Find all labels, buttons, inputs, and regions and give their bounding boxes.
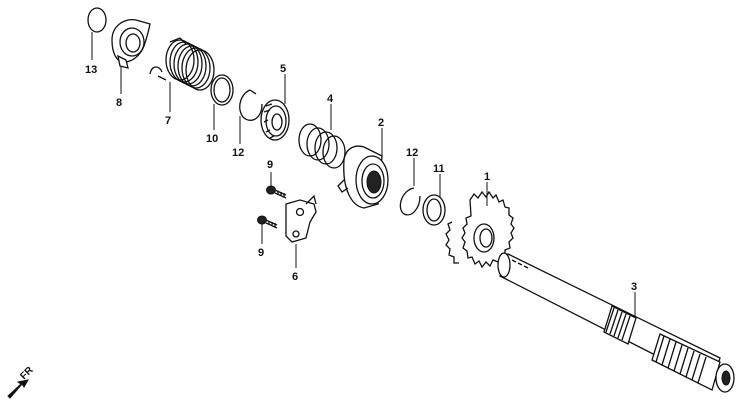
ratchet-2 (337, 145, 389, 209)
gear-1 (445, 190, 515, 269)
label-part-5: 5 (280, 63, 286, 75)
label-part-6: 6 (292, 271, 298, 283)
label-part-7: 7 (165, 115, 171, 127)
label-part-12b: 12 (406, 147, 418, 159)
label-part-2: 2 (378, 117, 384, 129)
label-part-10: 10 (206, 133, 218, 145)
friction-plate-5 (260, 99, 290, 141)
circlip-13 (87, 7, 107, 33)
plate-6 (285, 194, 317, 243)
spring-7 (149, 37, 215, 91)
label-part-3: 3 (631, 281, 637, 293)
label-part-8: 8 (116, 97, 122, 109)
front-direction-arrow: FR (7, 364, 36, 399)
bolt-9a (266, 185, 287, 199)
label-part-11: 11 (433, 163, 445, 175)
label-part-13: 13 (85, 64, 97, 76)
label-part-4: 4 (327, 93, 334, 105)
label-part-9b: 9 (258, 247, 264, 259)
label-part-1: 1 (484, 171, 490, 183)
washer-10 (210, 74, 234, 106)
bolt-9b (257, 215, 278, 229)
label-part-12a: 12 (232, 147, 244, 159)
front-direction-label: FR (18, 364, 36, 382)
washer-11 (422, 194, 446, 226)
collar-8 (111, 19, 151, 69)
circlip-12b (399, 187, 421, 216)
spring-4 (298, 123, 346, 169)
spindle-3 (497, 252, 735, 393)
label-part-9a: 9 (267, 159, 273, 171)
circlip-12a (239, 89, 263, 121)
leader-lines (91, 32, 636, 318)
